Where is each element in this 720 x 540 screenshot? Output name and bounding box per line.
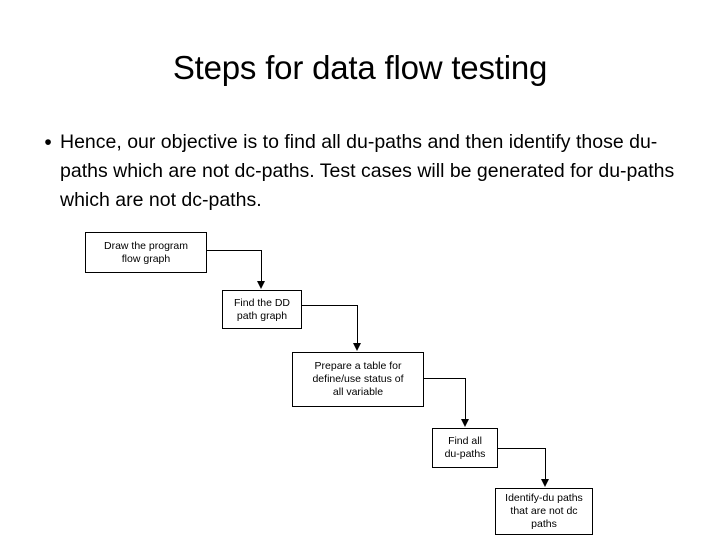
connector-4-5-horizontal (498, 448, 546, 449)
flowchart-box-identify-du-paths-not-dc[interactable]: Identify-du paths that are not dc paths (495, 488, 593, 535)
page-title: Steps for data flow testing (172, 49, 548, 86)
connector-2-3-arrowhead-icon (353, 343, 361, 351)
connector-4-5-arrowhead-icon (541, 479, 549, 487)
flowchart-box-3-line-1: Prepare a table for (314, 360, 402, 372)
connector-3-4-vertical (465, 378, 466, 420)
bullet-marker-icon: • (44, 131, 52, 154)
connector-2-3-vertical (357, 305, 358, 343)
flowchart-box-find-all-du-paths[interactable]: Find all du-paths (432, 428, 498, 468)
flowchart-box-3-line-3: all variable (332, 386, 384, 398)
flowchart-box-1-line-1: Draw the program (103, 239, 189, 252)
connector-4-5-vertical (545, 448, 546, 480)
flowchart-box-prepare-define-use-table[interactable]: Prepare a table for define/use status of… (292, 352, 424, 407)
bullet-list: • Hence, our objective is to find all du… (36, 128, 676, 215)
flowchart-box-5-line-1: Identify-du paths (505, 492, 583, 504)
flowchart-box-5-line-3: paths (531, 518, 557, 530)
flowchart-box-2-line-2: path graph (236, 309, 288, 322)
flowchart-box-3-line-2: define/use status of (312, 373, 404, 385)
connector-1-2-vertical (261, 250, 262, 282)
connector-2-3-horizontal (302, 305, 358, 306)
flowchart-box-find-dd-path-graph[interactable]: Find the DD path graph (222, 290, 302, 329)
flowchart-box-4-line-1: Find all (448, 435, 482, 447)
connector-3-4-arrowhead-icon (461, 419, 469, 427)
flowchart-box-draw-program-flow-graph[interactable]: Draw the program flow graph (85, 232, 207, 273)
connector-1-2-arrowhead-icon (257, 281, 265, 289)
list-item: • Hence, our objective is to find all du… (36, 128, 676, 215)
flowchart-box-1-line-2: flow graph (121, 252, 171, 265)
bullet-text: Hence, our objective is to find all du-p… (60, 131, 675, 211)
flowchart-box-5-line-2: that are not dc (510, 505, 578, 517)
connector-3-4-horizontal (424, 378, 466, 379)
flowchart-box-4-line-2: du-paths (444, 448, 486, 460)
flowchart-box-2-line-1: Find the DD (233, 296, 291, 309)
connector-1-2-horizontal (207, 250, 262, 251)
